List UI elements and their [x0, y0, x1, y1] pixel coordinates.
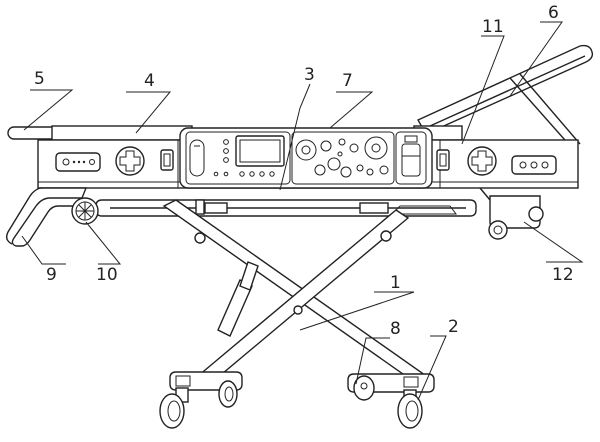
frame-pivot — [293, 305, 303, 315]
callout-10: 10 — [96, 265, 118, 285]
left-button-panel — [55, 152, 101, 172]
head-handle-strut — [509, 73, 581, 149]
roller-wheel — [71, 197, 99, 225]
gas-spring — [217, 261, 259, 337]
callout-12: 12 — [552, 265, 574, 285]
callout-1: 1 — [390, 273, 401, 293]
oxygen-cylinder-icon — [189, 139, 205, 177]
foot-handle — [7, 126, 59, 140]
medical-cross-icon — [467, 146, 497, 176]
infusion-bottle-icon — [401, 135, 421, 177]
control-knobs — [295, 136, 389, 178]
switch-icon — [436, 149, 450, 171]
callout-3: 3 — [304, 65, 315, 85]
x-frame — [162, 199, 434, 387]
head-bracket — [479, 187, 544, 240]
monitor-buttons — [213, 139, 275, 177]
callout-6: 6 — [548, 3, 559, 23]
caster-wheel — [159, 387, 189, 429]
callout-9: 9 — [46, 265, 57, 285]
foot-rail — [5, 187, 88, 247]
underbed-rail — [95, 199, 477, 217]
leg-joints — [194, 230, 392, 244]
caster-wheel — [218, 380, 238, 408]
caster-wheel — [353, 375, 375, 401]
head-handle — [417, 44, 594, 135]
right-button-panel — [511, 155, 557, 175]
equipment-console — [179, 127, 433, 189]
callout-7: 7 — [342, 71, 353, 91]
callout-5: 5 — [34, 69, 45, 89]
switch-icon — [160, 149, 174, 171]
callout-4: 4 — [144, 71, 155, 91]
caster-wheel — [397, 389, 423, 429]
leader-lines — [21, 21, 584, 401]
callout-8: 8 — [390, 319, 401, 339]
callout-11: 11 — [482, 17, 504, 37]
monitor-screen — [235, 135, 285, 167]
callout-2: 2 — [448, 317, 459, 337]
medical-cross-icon — [115, 146, 145, 176]
